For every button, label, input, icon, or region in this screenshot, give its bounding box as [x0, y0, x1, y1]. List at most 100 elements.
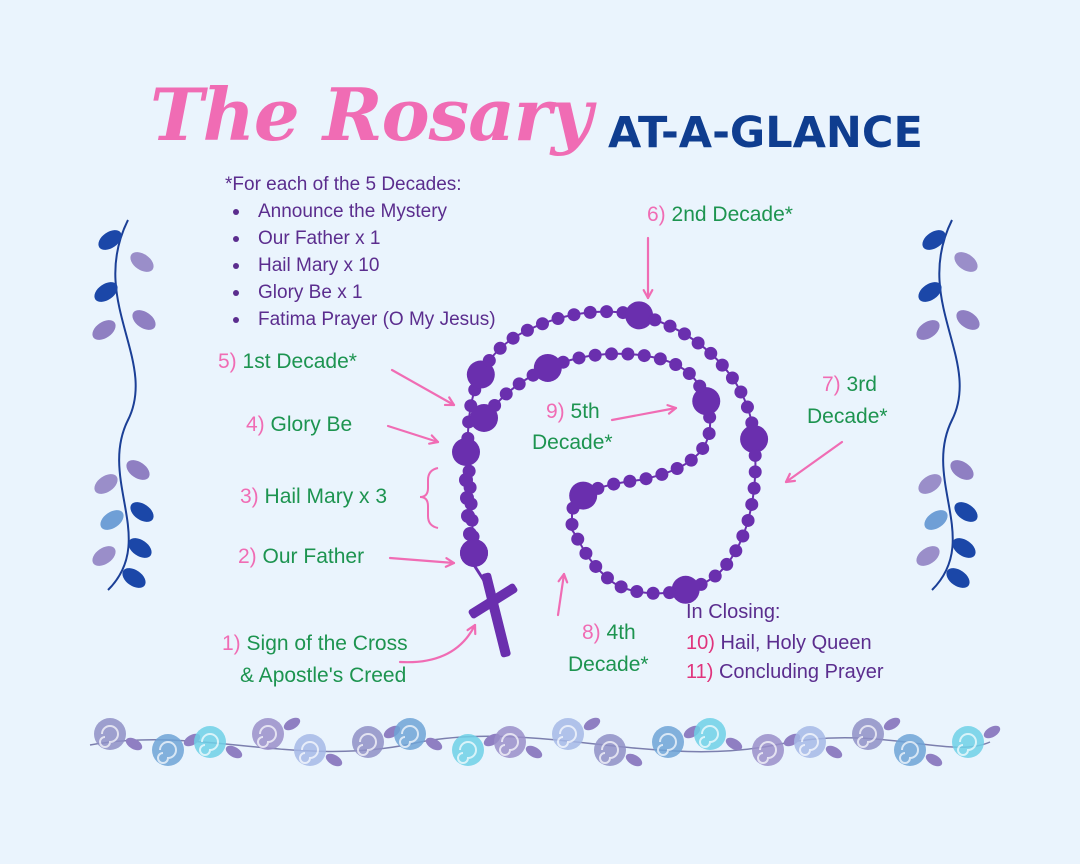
leaf-icon [883, 717, 901, 731]
small-bead [720, 557, 734, 571]
small-bead [460, 491, 474, 505]
leaf-icon [583, 717, 601, 731]
small-bead [493, 341, 507, 355]
rose-swirl [499, 733, 519, 756]
small-bead [630, 584, 644, 598]
leaf-icon [94, 474, 118, 494]
small-bead [499, 387, 513, 401]
closing-step-11: 11) Concluding Prayer [686, 661, 884, 683]
list-item: Announce the Mystery [228, 198, 496, 225]
small-bead [614, 580, 628, 594]
small-bead [691, 336, 705, 350]
arrow [784, 440, 844, 484]
closing-step-10: 10) Hail, Holy Queen [686, 632, 872, 654]
leaf-icon [922, 230, 946, 250]
leaf-icon [916, 546, 940, 566]
rose-icon [794, 726, 826, 758]
arrow-head [642, 289, 654, 300]
small-bead [591, 481, 605, 495]
small-bead [520, 323, 534, 337]
step-6-label: 6) 2nd Decade* [647, 203, 793, 226]
small-bead [621, 347, 635, 361]
rose-icon [652, 726, 684, 758]
leaf-icon [125, 737, 143, 751]
leaf-icon [954, 252, 978, 272]
small-bead [696, 441, 710, 455]
bullet-icon [233, 236, 239, 242]
leaf-icon [130, 502, 154, 522]
rose-swirl [657, 733, 677, 756]
leaf-icon [950, 460, 974, 480]
step-9-label: 9) 5th [546, 400, 600, 423]
leaf-icon [946, 568, 970, 588]
list-item: Our Father x 1 [228, 225, 496, 252]
large-bead [569, 481, 598, 510]
step-2-label: 2) Our Father [238, 545, 365, 568]
rose-swirl [357, 733, 377, 756]
rose-icon [494, 726, 526, 758]
rose-icon [852, 718, 884, 750]
small-bead [637, 349, 651, 363]
large-bead [470, 404, 498, 432]
rose-icon [894, 734, 926, 766]
rose-swirl [99, 725, 119, 748]
leaf-icon [983, 725, 1001, 739]
small-bead [734, 385, 748, 399]
vine-stem [107, 219, 137, 591]
small-bead [745, 497, 759, 511]
leaf-icon [98, 230, 122, 250]
leaf-icon [92, 320, 116, 340]
rose-border [89, 717, 1001, 767]
leaf-icon [725, 737, 743, 751]
leaf-icon [924, 510, 948, 530]
rose-icon [194, 726, 226, 758]
small-bead [646, 586, 660, 600]
small-bead [748, 465, 762, 479]
small-bead [682, 367, 696, 381]
bullet-icon [233, 263, 239, 269]
decade-note-list: Announce the Mystery Our Father x 1 Hail… [228, 198, 496, 333]
small-bead [677, 327, 691, 341]
large-bead [460, 539, 488, 567]
arrow-head [784, 472, 797, 484]
rose-swirl [699, 725, 719, 748]
step-3-label: 3) Hail Mary x 3 [240, 485, 388, 508]
leaf-icon [128, 538, 152, 558]
small-bead [725, 371, 739, 385]
step-1-label-line2: & Apostle's Creed [240, 664, 407, 687]
small-bead [551, 312, 565, 326]
step-9-label-line2: Decade* [532, 431, 613, 454]
small-bead [459, 473, 473, 487]
step-4-label: 4) Glory Be [246, 413, 353, 436]
arrow-head [428, 434, 440, 445]
large-bead [625, 301, 654, 330]
small-bead [704, 346, 718, 360]
crucifix [468, 572, 518, 658]
small-bead [747, 481, 761, 495]
step-7-label: 7) 3rd [822, 373, 877, 396]
list-item: Fatima Prayer (O My Jesus) [228, 306, 496, 333]
small-bead [623, 474, 637, 488]
rose-icon [752, 734, 784, 766]
vine-stem [931, 219, 961, 591]
step-7-label-line2: Decade* [807, 405, 888, 428]
hail-mary-bracket [419, 467, 439, 529]
leaf-icon [122, 568, 146, 588]
rose-swirl [899, 741, 919, 764]
leaf-icon [283, 717, 301, 731]
rose-icon [452, 734, 484, 766]
small-bead [482, 354, 496, 368]
rose-swirl [199, 733, 219, 756]
rose-icon [94, 718, 126, 750]
rose-icon [152, 734, 184, 766]
decade-note-heading: *For each of the 5 Decades: [225, 174, 462, 195]
small-bead [648, 313, 662, 327]
arrow [556, 572, 566, 617]
rose-icon [352, 726, 384, 758]
rose-icon [552, 718, 584, 750]
large-bead [671, 575, 700, 604]
leaf-icon [94, 282, 118, 302]
rose-icon [952, 726, 984, 758]
small-bead [463, 527, 477, 541]
